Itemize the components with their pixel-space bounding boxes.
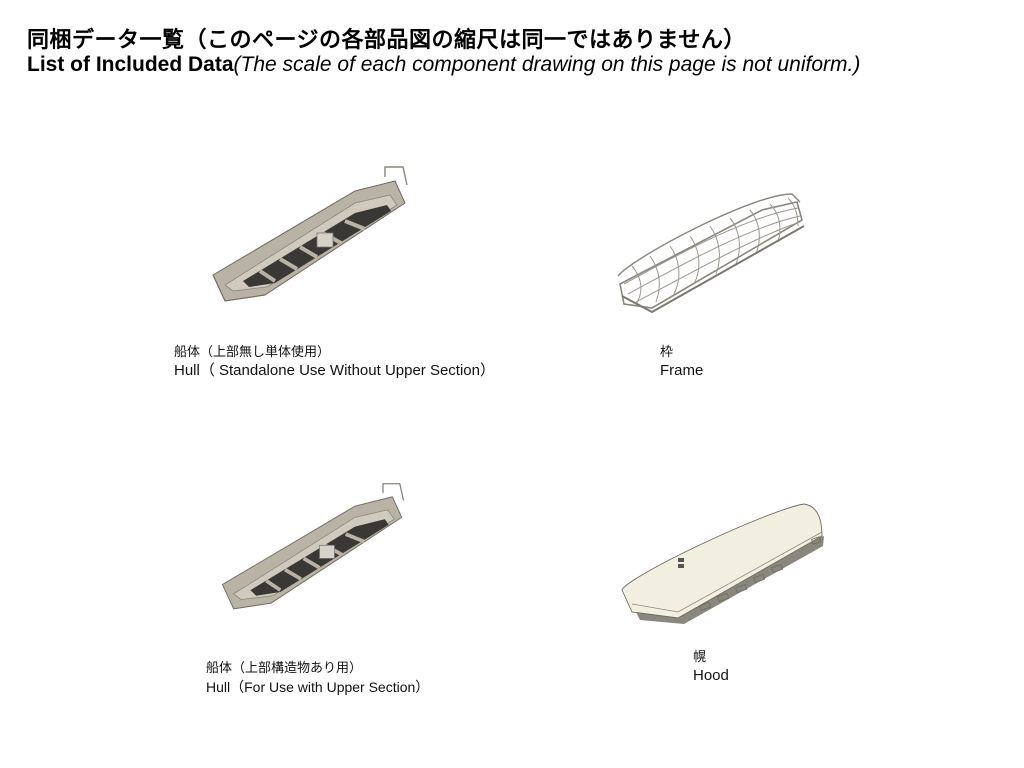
- boat-hull-icon: [212, 166, 408, 302]
- caption-frame: 枠 Frame: [660, 344, 703, 380]
- boat-frame-icon: [617, 193, 805, 314]
- label-en: Hull（ Standalone Use Without Upper Secti…: [174, 362, 495, 379]
- boat-hood-icon: [621, 503, 824, 624]
- label-en: Hull（For Use with Upper Section）: [206, 679, 430, 695]
- label-jp: 船体（上部構造物あり用）: [206, 661, 363, 676]
- caption-hull-upper: 船体（上部構造物あり用） Hull（For Use with Upper Sec…: [206, 660, 429, 696]
- caption-hood: 幌 Hood: [693, 649, 729, 685]
- label-jp: 幌: [693, 650, 707, 665]
- page-title-jp: 同梱データ一覧（このページの各部品図の縮尺は同一ではありません）: [27, 28, 746, 53]
- label-jp: 枠: [660, 345, 674, 360]
- label-jp: 船体（上部無し単体使用）: [174, 345, 331, 360]
- boat-hull-icon: [221, 483, 405, 610]
- page-title-en-bold: List of Included Data: [27, 53, 234, 76]
- label-en: Frame: [660, 362, 704, 379]
- page-title-en-note: (The scale of each component drawing on …: [233, 53, 861, 76]
- page-title-en: List of Included Data(The scale of each …: [27, 53, 860, 77]
- caption-hull-standalone: 船体（上部無し単体使用） Hull（ Standalone Use Withou…: [174, 344, 495, 380]
- label-en: Hood: [693, 667, 729, 684]
